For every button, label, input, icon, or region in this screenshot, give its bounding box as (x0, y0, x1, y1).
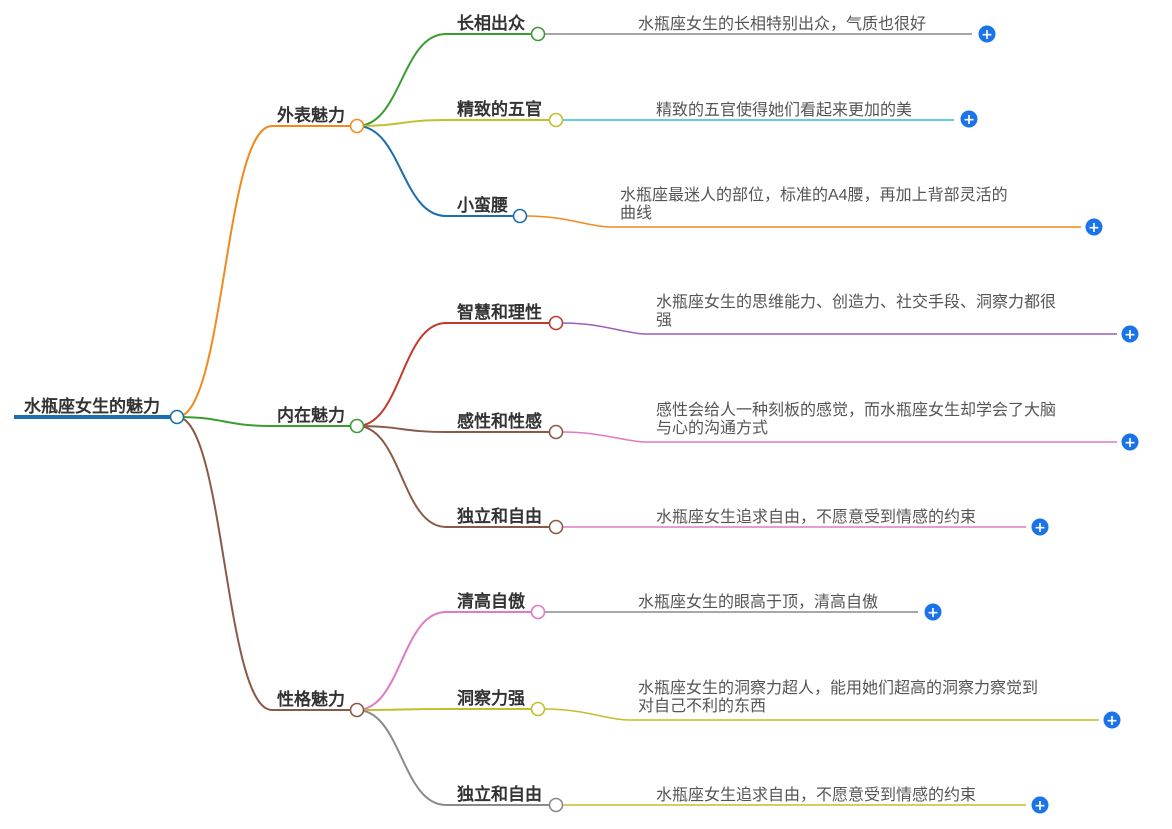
leaf-toggle-independence1[interactable] (548, 519, 564, 535)
leaf-label-features: 精致的五官 (457, 99, 542, 119)
leaf-connector-independence2 (356, 709, 447, 806)
branch-toggle-inner[interactable] (349, 418, 365, 434)
leaf-toggle-wisdom[interactable] (548, 315, 564, 331)
branch-connector-personality (176, 416, 273, 711)
plus-icon: + (1124, 435, 1136, 451)
leaf-label-looks: 长相出众 (457, 13, 526, 33)
leaf-toggle-sensibility[interactable] (548, 424, 564, 440)
leaf-description-independence1: 水瓶座女生追求自由，不愿意受到情感的约束 (656, 507, 976, 526)
leaf-description-aloof: 水瓶座女生的眼高于顶，清高自傲 (638, 592, 878, 611)
branch-label-appearance: 外表魅力 (277, 105, 345, 125)
plus-circle-icon (960, 110, 978, 128)
leaf-label-insight: 洞察力强 (457, 688, 525, 708)
plus-icon: + (927, 605, 939, 621)
plus-icon: + (1034, 520, 1046, 536)
branch-toggle-personality[interactable] (349, 702, 365, 718)
plus-icon: + (1124, 327, 1136, 343)
leaf-label-sensibility: 感性和性感 (457, 411, 542, 431)
plus-circle-icon (978, 25, 996, 43)
branch-connector-inner (176, 416, 273, 427)
expand-button-sensibility[interactable]: + (1121, 433, 1139, 452)
plus-icon: + (1088, 220, 1100, 236)
leaf-description-wisdom: 水瓶座女生的思维能力、创造力、社交手段、洞察力都很 (656, 292, 1056, 311)
leaf-description-insight: 对自己不利的东西 (638, 697, 766, 715)
plus-icon: + (1106, 713, 1118, 729)
plus-icon: + (981, 27, 993, 43)
branch-label-inner: 内在魅力 (277, 405, 345, 425)
plus-circle-icon (1121, 325, 1139, 343)
expand-button-independence1[interactable]: + (1031, 518, 1049, 537)
desc-underline-insight (544, 708, 1099, 721)
leaf-description-looks: 水瓶座女生的长相特别出众，气质也很好 (638, 14, 926, 33)
leaf-connector-waist (356, 125, 447, 217)
expand-button-looks[interactable]: + (978, 25, 996, 44)
leaf-toggle-insight[interactable] (530, 701, 546, 717)
expand-button-waist[interactable]: + (1085, 218, 1103, 237)
leaf-label-waist: 小蛮腰 (457, 195, 508, 215)
leaf-label-independence2: 独立和自由 (457, 784, 542, 804)
expand-button-features[interactable]: + (960, 110, 978, 129)
leaf-description-wisdom: 强 (656, 312, 672, 329)
leaf-toggle-independence2[interactable] (548, 797, 564, 813)
root-label: 水瓶座女生的魅力 (24, 396, 160, 416)
expand-button-aloof[interactable]: + (924, 603, 942, 622)
plus-icon: + (963, 112, 975, 128)
plus-circle-icon (1103, 711, 1121, 729)
desc-underline-wisdom (562, 322, 1117, 335)
leaf-label-independence1: 独立和自由 (457, 506, 542, 526)
leaf-label-wisdom: 智慧和理性 (457, 302, 542, 322)
leaf-description-waist: 水瓶座最迷人的部位，标准的A4腰，再加上背部灵活的 (620, 186, 1008, 204)
leaf-description-waist: 曲线 (620, 204, 652, 222)
leaf-connector-aloof (356, 611, 447, 711)
branch-connector-appearance (176, 125, 273, 418)
leaf-description-insight: 水瓶座女生的洞察力超人，能用她们超高的洞察力察觉到 (638, 678, 1038, 697)
leaf-label-aloof: 清高自傲 (457, 591, 526, 611)
leaf-connector-wisdom (356, 322, 447, 427)
leaf-connector-independence1 (356, 425, 447, 528)
leaf-connector-features (356, 119, 447, 127)
leaf-connector-sensibility (356, 425, 447, 433)
expand-button-independence2[interactable]: + (1031, 796, 1049, 815)
plus-circle-icon (924, 603, 942, 621)
plus-circle-icon (1031, 518, 1049, 536)
leaf-toggle-looks[interactable] (530, 26, 546, 42)
leaf-connector-insight (356, 708, 447, 711)
branch-label-personality: 性格魅力 (277, 689, 345, 709)
root-toggle[interactable] (169, 409, 185, 425)
plus-circle-icon (1031, 796, 1049, 814)
desc-underline-sensibility (562, 431, 1117, 443)
plus-icon: + (1034, 798, 1046, 814)
leaf-description-sensibility: 与心的沟通方式 (656, 419, 768, 437)
leaf-connector-looks (356, 33, 447, 127)
leaf-toggle-features[interactable] (548, 112, 564, 128)
plus-circle-icon (1121, 433, 1139, 451)
desc-underline-waist (526, 215, 1081, 228)
leaf-description-independence2: 水瓶座女生追求自由，不愿意受到情感的约束 (656, 785, 976, 804)
leaf-description-features: 精致的五官使得她们看起来更加的美 (656, 101, 912, 119)
leaf-description-sensibility: 感性会给人一种刻板的感觉，而水瓶座女生却学会了大脑 (656, 400, 1056, 419)
expand-button-wisdom[interactable]: + (1121, 325, 1139, 344)
leaf-toggle-waist[interactable] (512, 208, 528, 224)
leaf-toggle-aloof[interactable] (530, 604, 546, 620)
branch-toggle-appearance[interactable] (349, 118, 365, 134)
plus-circle-icon (1085, 218, 1103, 236)
expand-button-insight[interactable]: + (1103, 711, 1121, 730)
